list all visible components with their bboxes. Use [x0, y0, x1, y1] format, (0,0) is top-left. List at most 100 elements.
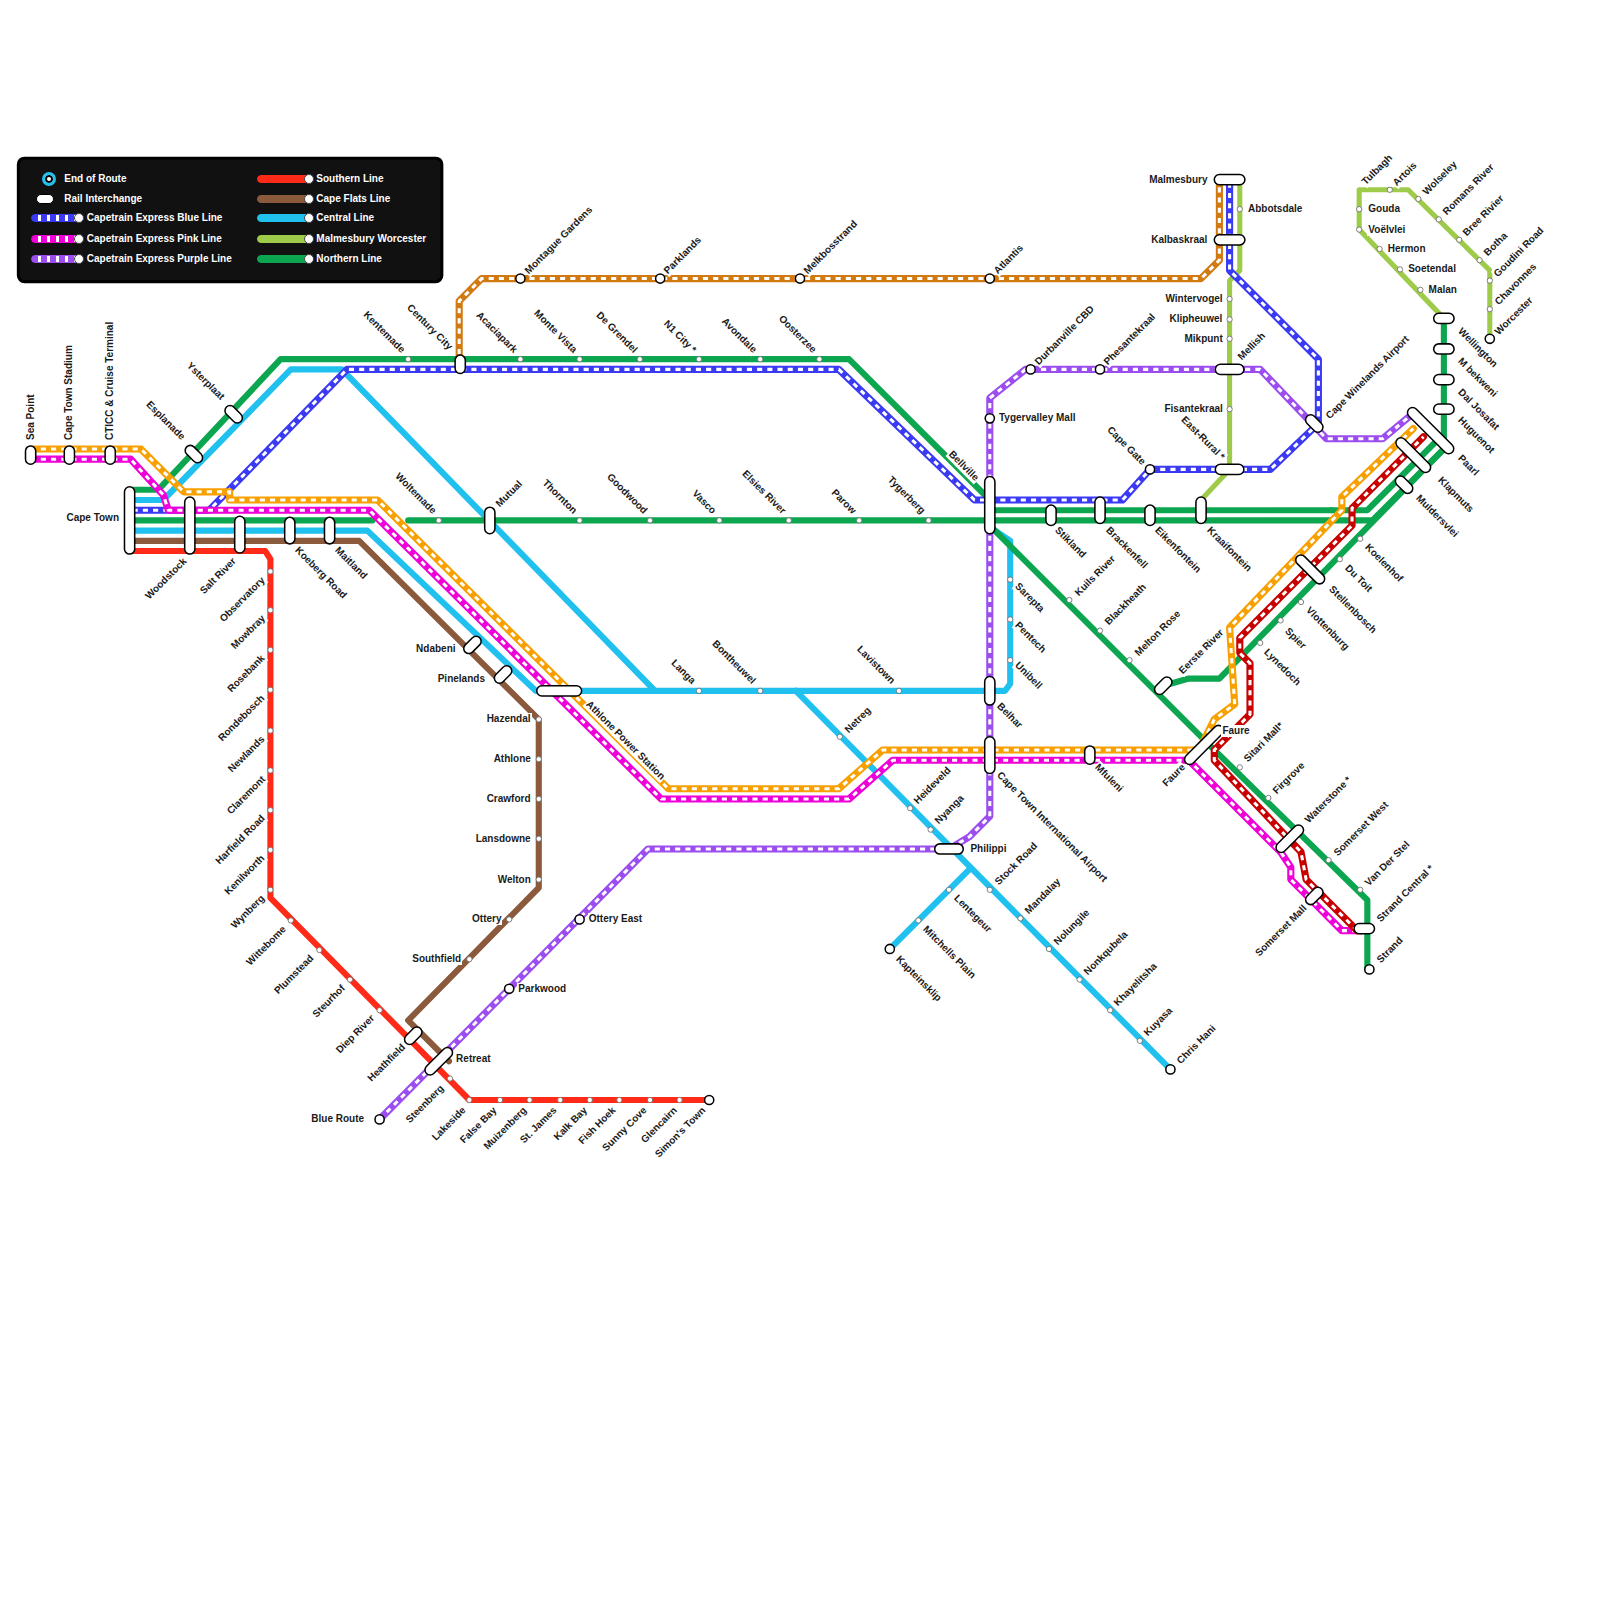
- station-dot: [696, 357, 701, 362]
- station-dot: [518, 357, 523, 362]
- station-name: Mutual: [493, 478, 526, 511]
- station-dot: [1237, 207, 1242, 212]
- rail-interchange: [485, 507, 495, 534]
- station-name: Mitchells Plain: [920, 922, 979, 981]
- station-name: Mikpunt: [1183, 333, 1223, 345]
- station-dot: [896, 688, 901, 693]
- station-dot: [268, 687, 273, 692]
- legend-text: Central Line: [316, 212, 374, 224]
- station-dot: [587, 1097, 592, 1102]
- station-name: Netreg: [842, 704, 874, 736]
- station-name: Ysterplaat: [184, 359, 228, 403]
- station-name: Phesantekraal: [1101, 311, 1159, 369]
- station-dot: [1018, 916, 1023, 921]
- station-name: Melkbosstrand: [801, 218, 861, 278]
- rail-line-dash: [31, 459, 1363, 930]
- station-dot: [1137, 1038, 1142, 1043]
- station-name: Kapteinsklip: [893, 953, 945, 1005]
- station-dot: [1067, 597, 1072, 602]
- station-dot: [268, 887, 273, 892]
- station-name: Newlands: [225, 732, 268, 775]
- station-name: Plumstead: [271, 952, 317, 998]
- station-dot: [1357, 207, 1362, 212]
- station-name: Parkwood: [517, 983, 567, 995]
- station-name: Athlone: [493, 753, 532, 765]
- end-of-route: [1365, 965, 1374, 974]
- end-of-route: [1145, 465, 1154, 474]
- line-swatch: [257, 214, 310, 222]
- station-dot: [467, 957, 472, 962]
- rail-line: [31, 459, 1363, 930]
- station-name: Ottery East: [588, 913, 643, 925]
- station-dot: [647, 518, 652, 523]
- rail-interchange: [105, 446, 115, 464]
- rail-interchange: [1196, 497, 1206, 524]
- station-dot: [1127, 658, 1132, 663]
- station-name: Kalbaskraal: [1150, 234, 1208, 246]
- end-of-route: [1095, 365, 1104, 374]
- legend-text: Capetrain Express Pink Line: [87, 233, 222, 245]
- station-dot: [497, 1097, 502, 1102]
- station-name: Fisantekraal: [1163, 403, 1223, 415]
- station-name: Nolungile: [1051, 906, 1093, 948]
- station-dot: [1326, 858, 1331, 863]
- station-dot: [1377, 246, 1382, 251]
- rail-line-dash: [133, 180, 1319, 511]
- station-dot: [268, 728, 273, 733]
- station-name: Monte Vista: [530, 307, 579, 356]
- station-dot: [406, 357, 411, 362]
- station-name: Cape Town Stadium: [63, 344, 75, 441]
- station-name: Ottery: [471, 913, 502, 925]
- rail-interchange: [1085, 746, 1095, 764]
- station-name: Abbotsdale: [1247, 203, 1303, 215]
- station-name: Woltemade: [392, 470, 439, 517]
- legend-text: Malmesbury Worcester: [316, 233, 426, 245]
- station-name: Belhar: [994, 700, 1026, 732]
- end-of-route: [516, 274, 525, 283]
- rail-interchange: [124, 487, 134, 554]
- station-dot: [268, 569, 273, 574]
- station-name: Soetendal: [1407, 263, 1457, 275]
- station-dot: [577, 518, 582, 523]
- rail-interchange: [1046, 505, 1056, 525]
- station-dot: [637, 357, 642, 362]
- station-dot: [467, 1097, 472, 1102]
- station-name: Unibell: [1012, 659, 1045, 692]
- station-name: Sea Point: [25, 393, 37, 441]
- rail-interchange: [183, 443, 205, 465]
- station-dot: [1397, 267, 1402, 272]
- station-name: Claremont: [224, 772, 269, 817]
- station-dot: [717, 518, 722, 523]
- rail-line: [133, 180, 1319, 511]
- station-name: Chris Hani: [1173, 1022, 1218, 1067]
- station-name: Durbanville CBD: [1031, 303, 1097, 369]
- station-name: Tygervalley Mall: [998, 412, 1077, 424]
- end-of-route: [985, 274, 994, 283]
- rail-line-dash: [380, 369, 1414, 1119]
- line-swatch-end: [304, 174, 314, 184]
- rail-interchange: [1434, 374, 1454, 384]
- station-dot: [928, 827, 933, 832]
- rail-interchange: [455, 355, 465, 373]
- line-swatch: [31, 255, 80, 263]
- rail-line: [31, 429, 1414, 789]
- station-name: Oosterzee: [776, 312, 820, 356]
- station-name: Hazendal: [486, 713, 532, 725]
- station-name: Lynedoch: [1261, 646, 1304, 689]
- station-name: Mellish: [1235, 330, 1269, 364]
- end-of-route: [985, 414, 994, 423]
- station-name: Atlantis: [991, 242, 1027, 278]
- station-dot: [857, 518, 862, 523]
- station-name: Wynberg: [228, 892, 268, 932]
- legend-text: Cape Flats Line: [316, 193, 390, 205]
- station-name: Nyanga: [931, 792, 966, 827]
- rail-interchange: [1294, 553, 1327, 586]
- end-of-route: [885, 944, 894, 953]
- rail-interchange: [1182, 723, 1225, 766]
- rail-interchange: [1303, 885, 1325, 907]
- station-dot: [1108, 1008, 1113, 1013]
- rail-line: [1163, 449, 1444, 686]
- station-name: Goodwood: [604, 471, 651, 518]
- rail-line-dash: [1214, 437, 1423, 931]
- station-dot: [837, 734, 842, 739]
